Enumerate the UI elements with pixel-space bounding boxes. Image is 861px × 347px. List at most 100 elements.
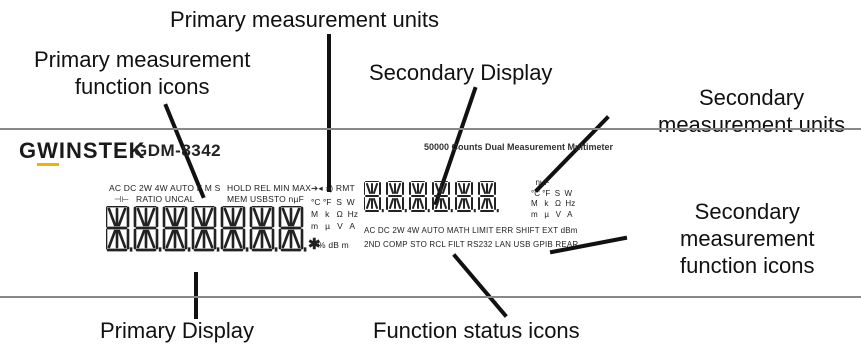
callout-line: function icons bbox=[680, 253, 815, 278]
digit-segment bbox=[442, 183, 447, 194]
digit-segment bbox=[107, 207, 117, 227]
digit-segment bbox=[281, 207, 291, 227]
digit-segment bbox=[435, 198, 440, 209]
digit-segment bbox=[373, 183, 378, 194]
digit-segment bbox=[233, 229, 243, 249]
digit-segment bbox=[396, 183, 401, 194]
decimal-point bbox=[473, 209, 476, 213]
leader-primary-function-icons bbox=[163, 103, 206, 199]
decimal-point bbox=[381, 209, 384, 213]
digit bbox=[106, 206, 133, 252]
digit-segment bbox=[146, 207, 156, 227]
digit-segment bbox=[435, 183, 440, 194]
leader-secondary-units bbox=[534, 115, 610, 193]
callout-line: measurement bbox=[680, 226, 815, 251]
callout-line: function icons bbox=[74, 74, 210, 99]
decimal-point bbox=[187, 247, 191, 252]
unit-row: m µ V A bbox=[531, 209, 573, 219]
digit-segment bbox=[233, 207, 243, 227]
digit-segment bbox=[389, 183, 394, 194]
digit-segment bbox=[223, 207, 233, 227]
tagline: 50000 Counts Dual Measurement Multimeter bbox=[424, 142, 614, 152]
asterisk-icon: ✱ bbox=[308, 236, 321, 253]
secondary-display bbox=[364, 181, 499, 213]
panel-top-border bbox=[0, 128, 861, 130]
primary-units-row-last: % dB m bbox=[318, 240, 349, 250]
digit bbox=[432, 181, 453, 213]
digit-segment bbox=[204, 207, 214, 227]
digit bbox=[191, 206, 220, 252]
status-icons-row1: AC DC 2W 4W AUTO MATH LIMIT ERR SHIFT EX… bbox=[364, 226, 578, 235]
unit-row: M k Ω Hz bbox=[531, 199, 576, 208]
callout-primary-units: Primary measurement units bbox=[170, 7, 439, 32]
digit-segment bbox=[136, 207, 146, 227]
digit-segment bbox=[488, 198, 493, 209]
digit bbox=[278, 206, 307, 252]
decimal-point bbox=[274, 247, 278, 252]
digit bbox=[455, 181, 476, 213]
decimal-point bbox=[216, 247, 220, 252]
brand-logo: GWINSTEK bbox=[19, 138, 146, 166]
panel-bottom-border bbox=[0, 296, 861, 298]
digit-segment bbox=[419, 198, 424, 209]
digit-segment bbox=[223, 229, 233, 249]
digit-segment bbox=[252, 207, 262, 227]
model-name: GDM-8342 bbox=[134, 141, 222, 160]
decimal-point bbox=[427, 209, 430, 213]
digit-segment bbox=[146, 229, 156, 249]
digit-segment bbox=[175, 207, 185, 227]
decimal-point bbox=[496, 209, 499, 213]
primary-units-grid: °C °F S W M k Ω Hz m µ V A bbox=[311, 196, 358, 232]
digit-segment bbox=[107, 229, 117, 249]
secondary-units-grid: nµF °C °F S W M k Ω Hz m µ V A bbox=[531, 178, 575, 220]
primary-display bbox=[106, 206, 307, 252]
digit bbox=[220, 206, 249, 252]
digit-segment bbox=[262, 207, 272, 227]
digit-segment bbox=[458, 198, 463, 209]
digit-segment bbox=[204, 229, 214, 249]
digit-segment bbox=[419, 183, 424, 194]
digit bbox=[162, 206, 191, 252]
unit-row: °C °F S W bbox=[531, 188, 573, 198]
callout-primary-display: Primary Display bbox=[100, 318, 255, 343]
callout-function-status: Function status icons bbox=[373, 318, 580, 343]
digit bbox=[133, 206, 162, 252]
digit-segment bbox=[117, 207, 127, 227]
callout-line: Secondary bbox=[698, 85, 805, 110]
digit-segment bbox=[117, 229, 127, 249]
digit bbox=[409, 181, 430, 213]
digit-segment bbox=[389, 198, 394, 209]
digit-segment bbox=[366, 183, 371, 194]
digit-segment bbox=[165, 207, 175, 227]
digit-segment bbox=[165, 229, 175, 249]
primary-icons-row2: RATIO UNCAL bbox=[136, 194, 195, 204]
digit-segment bbox=[465, 198, 470, 209]
callout-line: Secondary bbox=[694, 199, 800, 224]
callout-line: Primary measurement bbox=[34, 47, 251, 72]
digit bbox=[478, 181, 499, 213]
digit bbox=[364, 181, 384, 213]
decimal-point bbox=[129, 247, 133, 252]
digit-segment bbox=[366, 198, 371, 209]
digit-segment bbox=[396, 198, 401, 209]
digit-segment bbox=[458, 183, 463, 194]
digit-segment bbox=[481, 198, 486, 209]
unit-row: m µ V A bbox=[311, 221, 356, 231]
callout-line: measurement units bbox=[658, 112, 846, 137]
digit-segment bbox=[194, 229, 204, 249]
digit-segment bbox=[412, 198, 417, 209]
digit-segment bbox=[373, 198, 378, 209]
callout-secondary-display: Secondary Display bbox=[369, 60, 553, 85]
digit-segment bbox=[481, 183, 486, 194]
primary-units-row1: ➔◂ ») RMT bbox=[311, 183, 355, 193]
callout-secondary-units: Secondary measurement units bbox=[658, 84, 845, 138]
capacitor-icon: ⊣⊢ bbox=[114, 194, 130, 204]
digit-segment bbox=[291, 207, 301, 227]
digit bbox=[386, 181, 407, 213]
unit-row: M k Ω Hz bbox=[311, 209, 358, 219]
leader-secondary-function-icons bbox=[549, 235, 628, 255]
decimal-point bbox=[303, 247, 307, 252]
digit-segment bbox=[194, 207, 204, 227]
digit-segment bbox=[465, 183, 470, 194]
digit-segment bbox=[252, 229, 262, 249]
